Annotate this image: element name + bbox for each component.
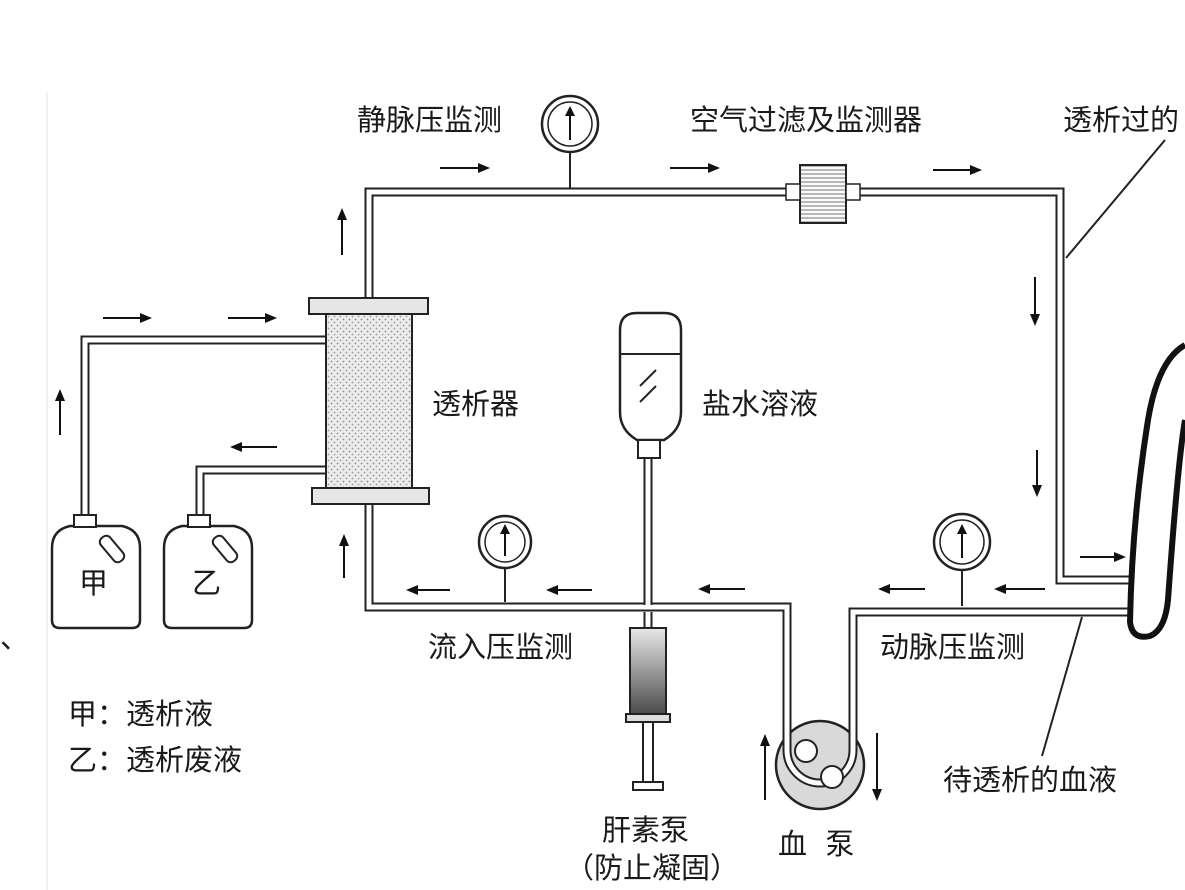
arrow-right-icon <box>228 313 277 323</box>
legend-dialysate: 甲：透析液 <box>68 697 213 731</box>
dialyzed-blood-label: 透析过的 <box>1063 103 1179 137</box>
arrow-up-icon <box>337 208 347 255</box>
arrow-left-icon <box>698 584 745 594</box>
arrow-right-icon <box>1080 552 1126 562</box>
pressure-gauge-icon <box>540 94 600 154</box>
heparin-pump-note: （防止凝固） <box>565 851 739 885</box>
arrow-down-icon <box>1032 450 1042 497</box>
arrow-right-icon <box>440 163 490 173</box>
patient-arm <box>1041 139 1185 757</box>
bottle-dialysate: 甲 <box>50 514 142 630</box>
pressure-gauge-icon <box>932 512 992 572</box>
arrow-right-icon <box>103 313 152 323</box>
blood-pump <box>774 719 866 811</box>
arm-icon <box>1126 342 1185 640</box>
heparin-pump-label: 肝素泵 <box>602 813 689 847</box>
arrow-left-icon <box>994 584 1045 594</box>
saline-label: 盐水溶液 <box>702 387 818 421</box>
bottle-a-label: 甲 <box>79 566 108 600</box>
tubing <box>80 187 1160 722</box>
heparin-pump <box>625 627 671 791</box>
inflow-pressure-label: 流入压监测 <box>428 630 573 664</box>
arrow-right-icon <box>933 165 982 175</box>
air-filter-label: 空气过滤及监测器 <box>690 103 922 137</box>
edge-mark: 、 <box>0 621 29 655</box>
saline-bag-icon <box>618 311 683 459</box>
blood-to-dialyze-label: 待透析的血液 <box>943 763 1117 797</box>
bottle-waste: 乙 <box>162 514 254 630</box>
arrow-left-icon <box>230 442 277 452</box>
blood-pump-label: 血 泵 <box>778 827 854 861</box>
dialyzer <box>308 297 430 505</box>
legend-waste: 乙：透析废液 <box>68 743 242 777</box>
dialyzer-icon <box>308 297 430 505</box>
venous-pressure-gauge <box>540 94 600 188</box>
arrow-right-icon <box>670 163 720 173</box>
arrow-left-icon <box>546 585 592 595</box>
arterial-pressure-label: 动脉压监测 <box>880 630 1025 664</box>
arterial-pressure-gauge <box>932 512 992 606</box>
pressure-gauge-icon <box>477 514 533 570</box>
arrow-up-icon <box>760 734 770 800</box>
arrow-left-icon <box>406 585 450 595</box>
arrow-down-icon <box>872 733 882 801</box>
bottle-b-label: 乙 <box>192 566 221 600</box>
arrow-up-icon <box>339 534 349 578</box>
inflow-pressure-gauge <box>477 514 533 602</box>
dialyzer-label: 透析器 <box>432 387 519 421</box>
arrow-left-icon <box>878 584 925 594</box>
arrow-up-icon <box>55 389 65 435</box>
bottle-icon <box>162 514 254 630</box>
saline-bag <box>618 311 683 459</box>
arrow-down-icon <box>1030 277 1040 326</box>
bottle-icon <box>50 514 142 630</box>
roller-pump-icon <box>774 719 866 811</box>
venous-pressure-label: 静脉压监测 <box>357 103 502 137</box>
flow-arrows <box>55 163 1126 801</box>
air-filter <box>785 164 861 224</box>
air-filter-icon <box>785 164 861 224</box>
syringe-icon <box>625 627 671 791</box>
